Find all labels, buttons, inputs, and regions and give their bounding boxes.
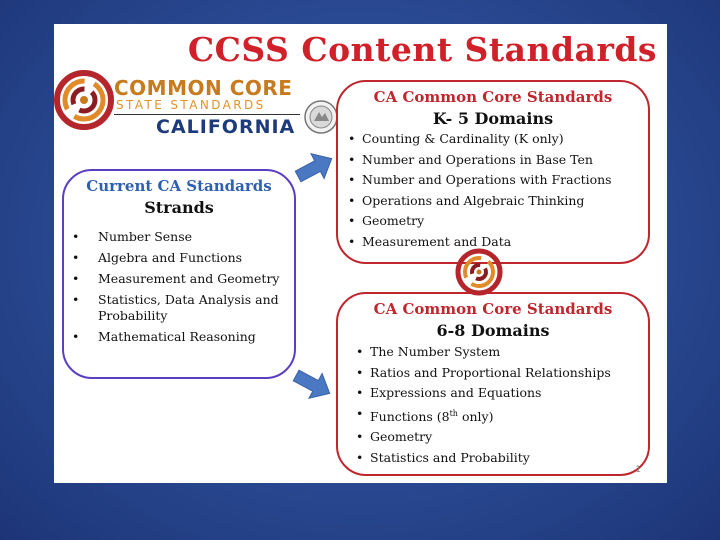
strands-subheading: Strands: [144, 198, 214, 217]
slide: CCSS Content Standards COMMON CORE STATE…: [54, 24, 667, 483]
g68-domains-list: •The Number System •Ratios and Proportio…: [338, 342, 648, 468]
logo-text-common-core: COMMON CORE: [114, 76, 293, 100]
current-standards-box: Current CA Standards Strands •Number Sen…: [62, 169, 296, 379]
list-item: •Number Sense: [72, 229, 193, 244]
list-item: •Geometry: [348, 213, 425, 228]
common-core-swirl-icon: [54, 70, 114, 130]
k5-domains-box: CA Common Core Standards K- 5 Domains •C…: [336, 80, 650, 264]
list-item: •Statistics, Data Analysis and Probabili…: [72, 292, 279, 323]
list-item: •Number and Operations with Fractions: [348, 172, 612, 187]
list-item: •Functions (8th only): [356, 405, 494, 424]
common-core-logo: COMMON CORE STATE STANDARDS CALIFORNIA: [54, 68, 344, 138]
list-item: •Ratios and Proportional Relationships: [356, 364, 611, 380]
list-item: •Statistics and Probability: [356, 449, 530, 465]
k5-subheading: K- 5 Domains: [432, 109, 554, 128]
logo-divider: [114, 114, 300, 115]
logo-text-state-standards: STATE STANDARDS: [116, 98, 266, 112]
list-item: •Algebra and Functions: [72, 250, 243, 265]
list-item: •Mathematical Reasoning: [72, 329, 256, 344]
g68-heading: CA Common Core Standards: [373, 300, 613, 318]
arrow-right-icon: [292, 369, 331, 399]
list-item: •Number and Operations in Base Ten: [348, 151, 593, 167]
slide-title: CCSS Content Standards: [187, 30, 657, 69]
california-seal-icon: [304, 100, 338, 134]
g68-subheading: 6-8 Domains: [436, 321, 550, 340]
list-item: •Measurement and Data: [348, 233, 512, 249]
current-standards-heading: Current CA Standards: [86, 177, 272, 195]
list-item: •Operations and Algebraic Thinking: [348, 192, 585, 208]
page-number: 1: [635, 465, 641, 475]
list-item: •Expressions and Equations: [356, 385, 542, 400]
list-item: •The Number System: [356, 344, 501, 359]
list-item: •Geometry: [356, 429, 433, 445]
k5-heading: CA Common Core Standards: [373, 88, 613, 106]
arrow-right-icon: [294, 153, 333, 183]
k5-domains-list: •Counting & Cardinality (K only) •Number…: [338, 129, 648, 252]
strands-list: •Number Sense •Algebra and Functions •Me…: [64, 229, 294, 345]
list-item: •Measurement and Geometry: [72, 271, 280, 286]
g68-domains-box: CA Common Core Standards 6-8 Domains •Th…: [336, 292, 650, 476]
list-item: •Counting & Cardinality (K only): [348, 131, 564, 146]
common-core-swirl-icon: [455, 248, 503, 296]
logo-text-california: CALIFORNIA: [156, 116, 296, 138]
